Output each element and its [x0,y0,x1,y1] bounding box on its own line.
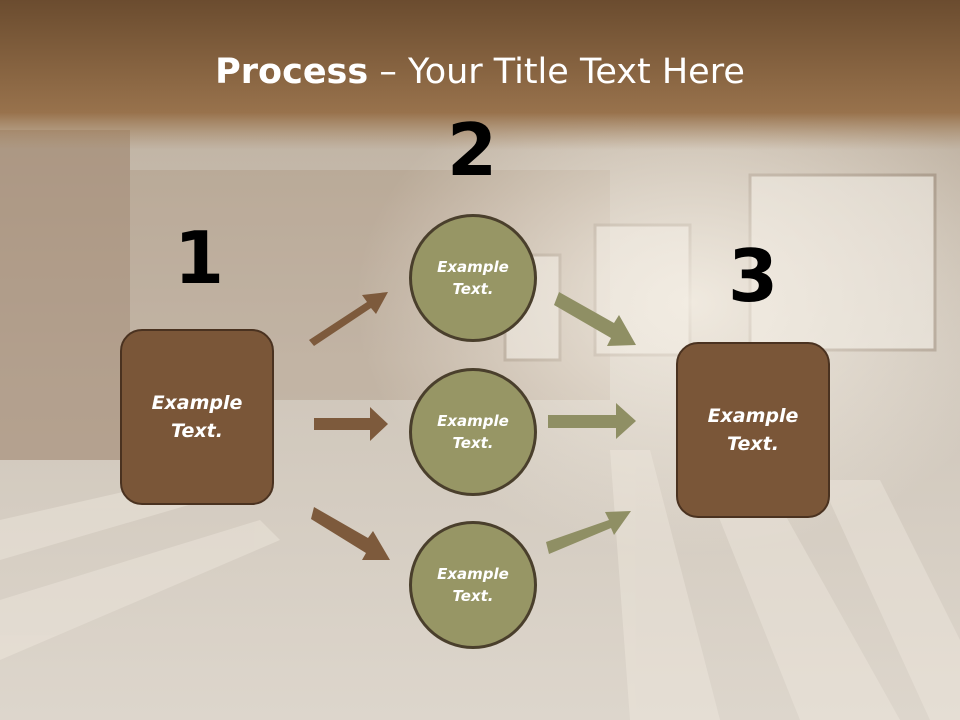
title-rest: – Your Title Text Here [368,52,745,92]
title-bold: Process [215,52,369,92]
process-box-1-text: Example Text. [151,391,243,443]
arrow-top-to-3 [554,292,636,346]
process-box-1: Example Text. [120,329,274,505]
arrow-1-to-middle [314,407,388,441]
slide-title: Process – Your Title Text Here [0,52,960,92]
arrow-middle-to-3 [548,403,636,439]
process-circle-middle: Example Text. [409,368,537,496]
arrow-1-to-top [309,292,388,346]
arrow-bottom-to-3 [546,511,631,554]
step-number-3: 3 [727,234,779,318]
process-circle-top-text: Example Text. [437,257,509,299]
process-circle-bottom-text: Example Text. [437,564,509,606]
process-circle-middle-text: Example Text. [437,411,509,453]
process-box-3-text: Example Text. [707,404,799,456]
process-circle-bottom: Example Text. [409,521,537,649]
arrow-1-to-bottom [311,507,390,560]
process-box-3: Example Text. [676,342,830,518]
step-number-1: 1 [173,216,225,300]
process-circle-top: Example Text. [409,214,537,342]
step-number-2: 2 [446,108,498,192]
